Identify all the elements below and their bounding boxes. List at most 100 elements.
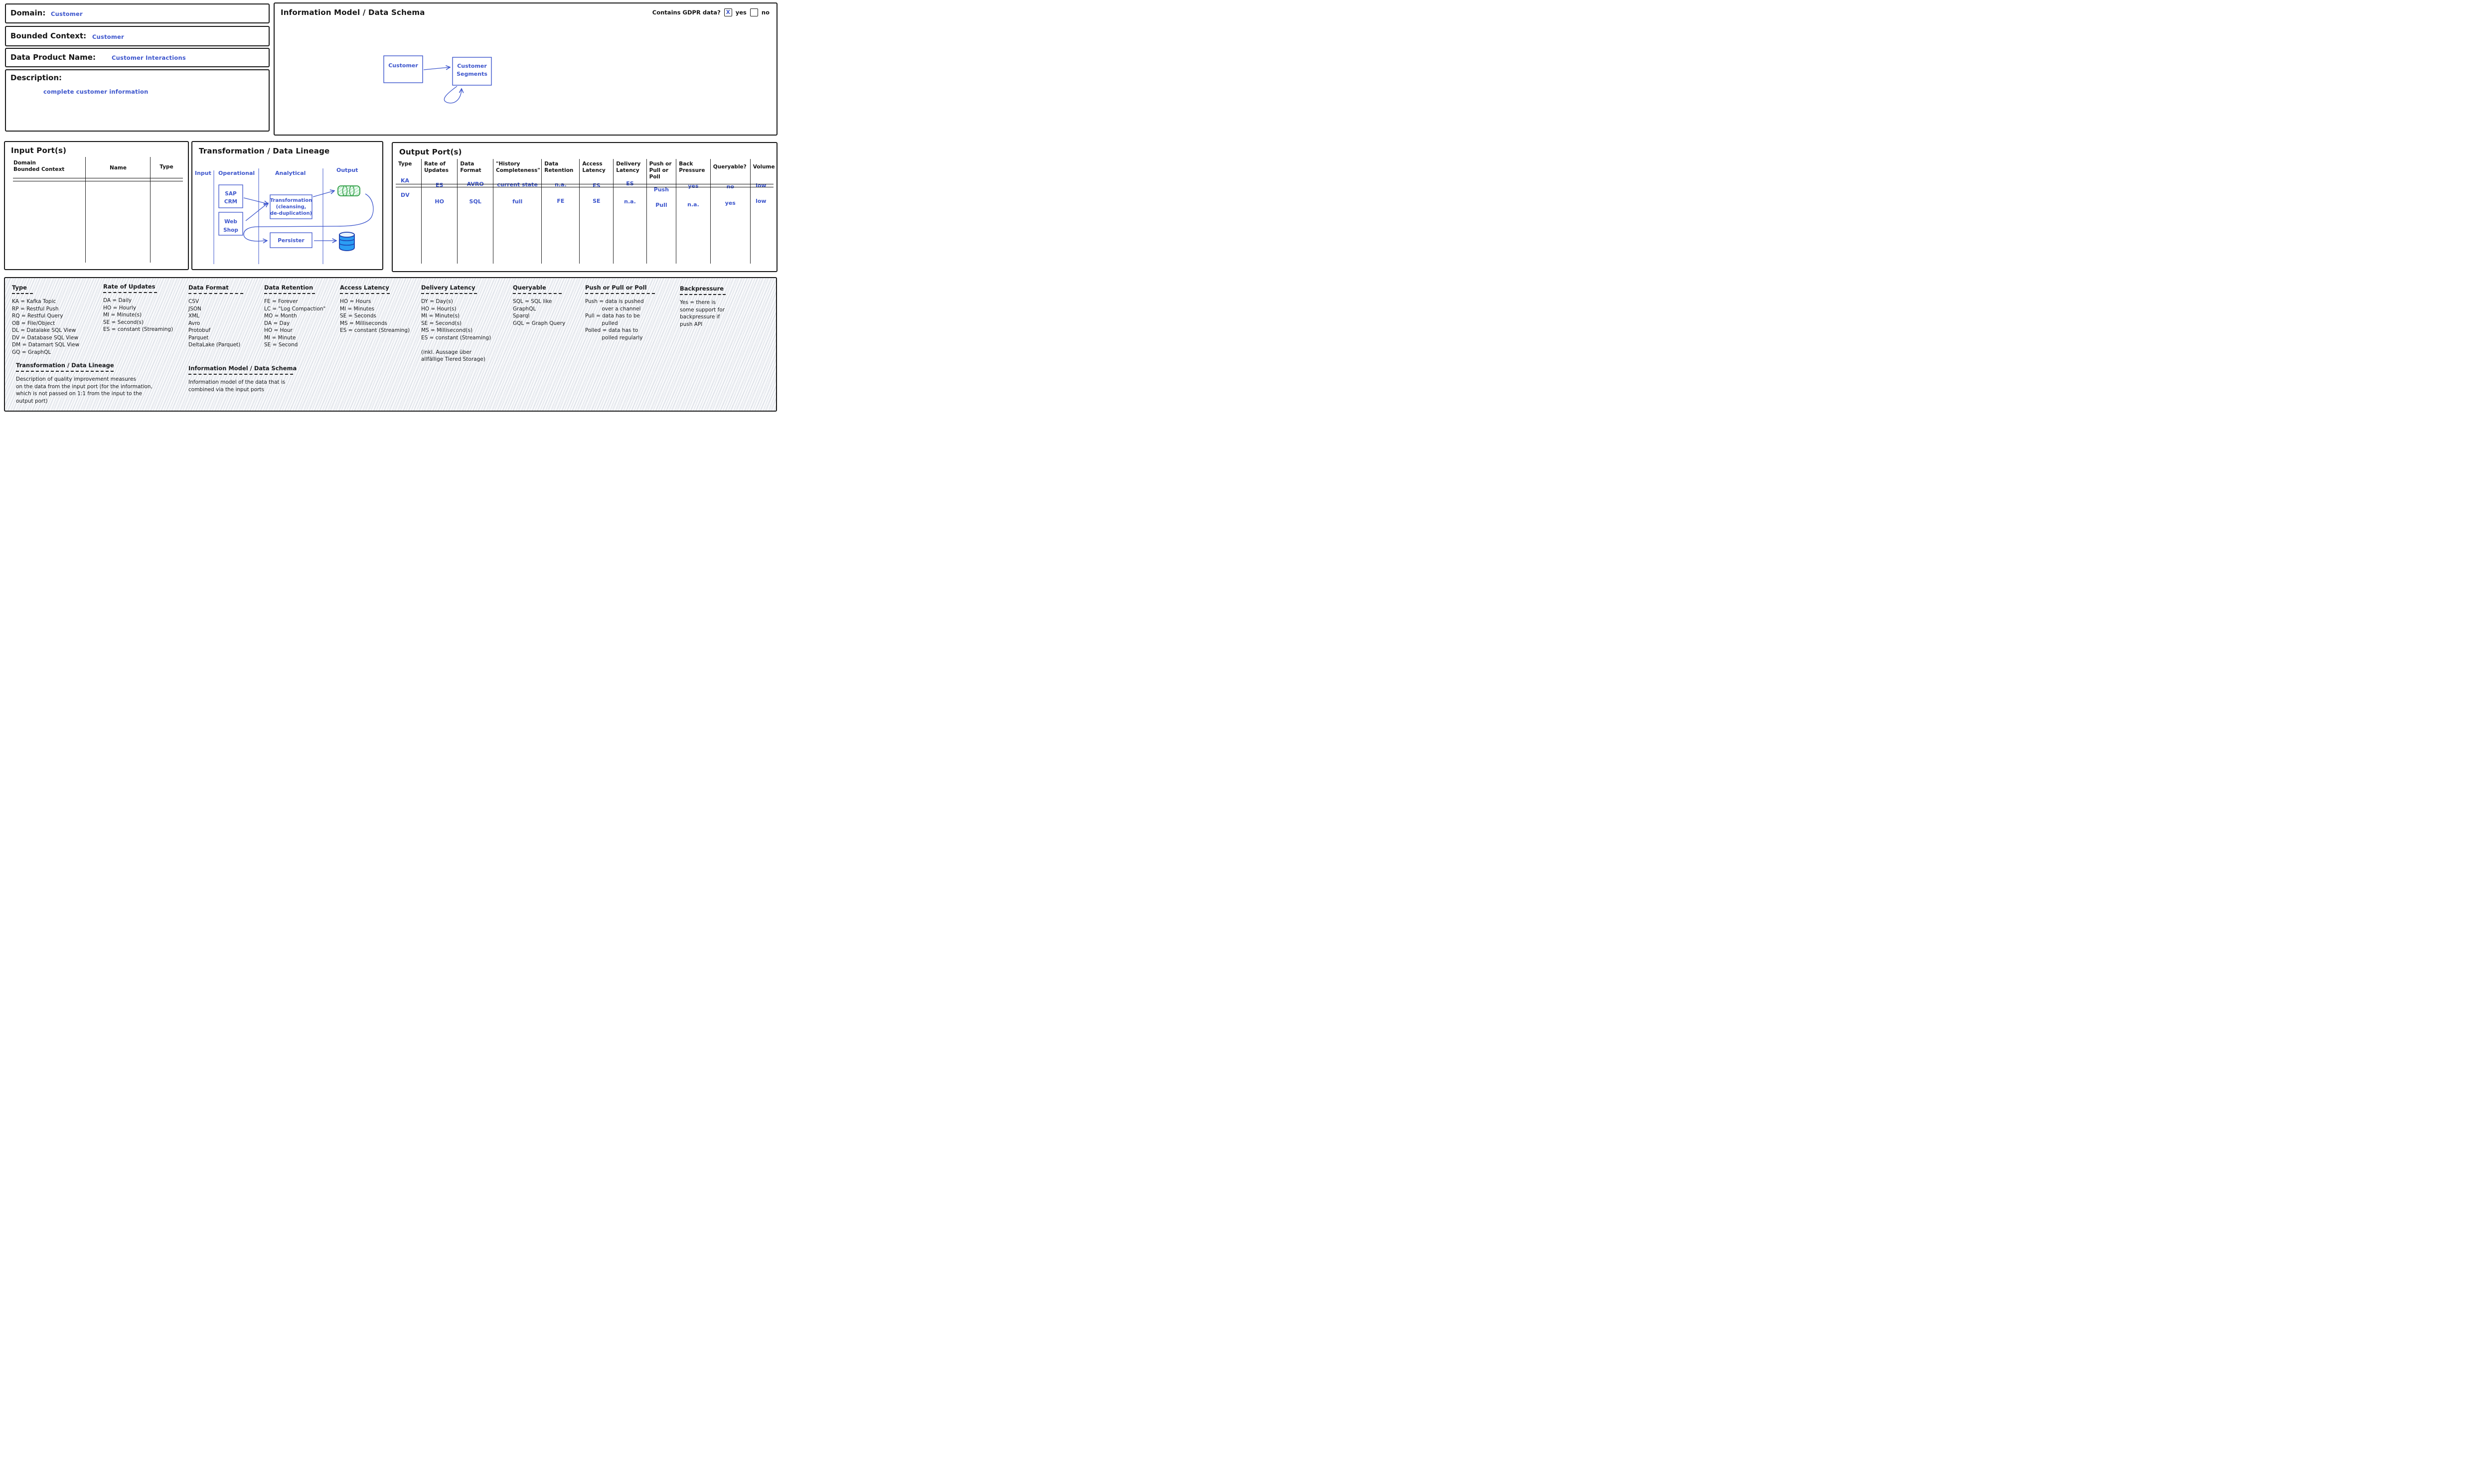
legend-section-access-latency: Access Latency HO = Hours MI = Minutes S… bbox=[340, 284, 410, 334]
legend-rule bbox=[188, 293, 243, 294]
database-cylinder[interactable] bbox=[339, 232, 355, 251]
transformation-node-label-2[interactable]: (cleansing, bbox=[276, 204, 307, 210]
output-cell[interactable]: yes bbox=[688, 183, 699, 189]
legend-section-push-pull-poll: Push or Pull or Poll Push = data is push… bbox=[585, 284, 655, 341]
output-cell[interactable]: Push bbox=[653, 186, 669, 193]
product-name-box: Data Product Name: Customer Interactions bbox=[5, 48, 270, 67]
output-cell[interactable]: KA bbox=[401, 177, 410, 184]
output-col-header: Access Latency bbox=[582, 161, 606, 173]
output-col-header: Delivery Latency bbox=[616, 161, 641, 173]
output-header-rule bbox=[396, 184, 774, 187]
legend-rule bbox=[264, 293, 315, 294]
domain-label: Domain: bbox=[10, 8, 46, 17]
output-cell[interactable]: n.a. bbox=[687, 201, 699, 208]
legend-items: SQL = SQL like GraphQL Sparql GQL = Grap… bbox=[513, 298, 566, 326]
description-label: Description: bbox=[10, 73, 62, 82]
web-shop-label-1[interactable]: Web bbox=[224, 219, 237, 225]
legend-rule bbox=[680, 294, 726, 295]
output-cell[interactable]: current state bbox=[497, 181, 538, 188]
output-col-header: Data Retention bbox=[544, 161, 574, 173]
transformation-node-label-1[interactable]: Transformation bbox=[270, 198, 312, 203]
legend-items: FE = Forever LC = "Log Compaction" MO = … bbox=[264, 298, 326, 348]
input-ports-table: Domain Bounded Context Name Type bbox=[11, 157, 182, 263]
sap-crm-label-1[interactable]: SAP bbox=[225, 191, 237, 197]
input-col-domain-2: Bounded Context bbox=[13, 166, 65, 172]
output-cell[interactable]: HO bbox=[435, 198, 444, 205]
output-ports-box: Output Port(s) Type KA DV Rate of Update… bbox=[392, 142, 778, 272]
gdpr-yes-checkbox[interactable]: X bbox=[724, 8, 732, 16]
output-cell[interactable]: low bbox=[756, 198, 767, 204]
input-col-domain-1: Domain bbox=[13, 160, 36, 166]
domain-box: Domain: Customer bbox=[5, 3, 270, 23]
entity-customer-segments-node[interactable] bbox=[452, 57, 492, 86]
web-shop-label-2[interactable]: Shop bbox=[223, 227, 238, 233]
legend-section-data-format: Data Format CSV JSON XML Avro Protobuf P… bbox=[188, 284, 243, 349]
customer-to-segments-arrow[interactable] bbox=[423, 67, 450, 70]
information-model-diagram: Customer Customer Segments bbox=[383, 55, 492, 104]
description-value[interactable]: complete customer information bbox=[43, 88, 149, 95]
entity-customer-label[interactable]: Customer bbox=[388, 62, 418, 69]
gdpr-yes-label: yes bbox=[735, 9, 747, 16]
gdpr-no-label: no bbox=[761, 9, 770, 16]
legend-title: Queryable bbox=[513, 284, 546, 291]
sap-crm-node[interactable] bbox=[218, 184, 243, 208]
transformation-to-topic-arrow[interactable] bbox=[312, 191, 334, 197]
sap-to-transformation-arrow[interactable] bbox=[243, 197, 268, 204]
output-col-header: Volume bbox=[753, 164, 775, 170]
entity-customer-node[interactable] bbox=[383, 55, 423, 83]
transformation-diagram: Input Operational Analytical Output SAP … bbox=[195, 167, 374, 264]
legend-items: Push = data is pushed over a channel Pul… bbox=[585, 298, 644, 341]
output-cell[interactable]: full bbox=[512, 198, 523, 205]
information-model-title: Information Model / Data Schema bbox=[281, 8, 425, 17]
output-cell[interactable]: ES bbox=[626, 180, 634, 187]
persister-node[interactable] bbox=[270, 232, 312, 248]
output-cell[interactable]: Pull bbox=[655, 202, 667, 208]
output-col-header: Push or Pull or Poll bbox=[649, 161, 672, 180]
webshop-to-transformation-arrow[interactable] bbox=[245, 203, 268, 221]
entity-segments-label-2[interactable]: Segments bbox=[457, 71, 487, 77]
legend-section-data-retention: Data Retention FE = Forever LC = "Log Co… bbox=[264, 284, 325, 349]
self-loop-arrow[interactable] bbox=[444, 86, 462, 104]
output-cell[interactable]: yes bbox=[725, 200, 736, 206]
output-cell[interactable]: SQL bbox=[469, 198, 481, 205]
legend-rule bbox=[513, 293, 562, 294]
product-name-value[interactable]: Customer Interactions bbox=[112, 54, 186, 61]
output-cell[interactable]: DV bbox=[401, 192, 410, 198]
persister-label[interactable]: Persister bbox=[278, 238, 305, 244]
output-cell[interactable]: SE bbox=[593, 198, 601, 204]
output-cell[interactable]: n.a. bbox=[624, 198, 636, 205]
bounded-context-value[interactable]: Customer bbox=[92, 33, 124, 40]
product-name-label: Data Product Name: bbox=[10, 53, 96, 62]
kafka-topic-cylinder[interactable] bbox=[337, 185, 360, 196]
domain-value[interactable]: Customer bbox=[51, 10, 83, 17]
legend-rule bbox=[103, 292, 157, 293]
transformation-title: Transformation / Data Lineage bbox=[199, 147, 330, 155]
legend-note-transformation: Transformation / Data Lineage Descriptio… bbox=[16, 362, 153, 405]
legend-section-rate-of-updates: Rate of Updates DA = Daily HO = Hourly M… bbox=[103, 283, 173, 333]
output-cell[interactable]: n.a. bbox=[555, 181, 567, 188]
legend-section-type: Type KA = Kafka Topic RP = Restful Push … bbox=[12, 284, 79, 356]
web-shop-node[interactable] bbox=[218, 212, 243, 236]
gdpr-no-checkbox[interactable] bbox=[750, 8, 758, 16]
output-cell[interactable]: ES bbox=[435, 182, 444, 188]
legend-title: Backpressure bbox=[680, 285, 724, 292]
output-cell[interactable]: no bbox=[726, 183, 734, 190]
topic-to-persister-flow[interactable] bbox=[243, 193, 374, 241]
output-ports-table: Type KA DV Rate of Updates ES HO Data Fo… bbox=[396, 159, 775, 264]
legend-note-information-model: Information Model / Data Schema Informat… bbox=[188, 365, 297, 393]
input-ports-title: Input Port(s) bbox=[11, 146, 67, 155]
legend-rule bbox=[12, 293, 33, 294]
information-model-box: Information Model / Data Schema Contains… bbox=[274, 2, 778, 136]
legend-rule bbox=[421, 293, 477, 294]
transformation-node-label-3[interactable]: de-duplication) bbox=[270, 211, 312, 216]
sap-crm-label-2[interactable]: CRM bbox=[224, 199, 237, 205]
legend-section-backpressure: Backpressure Yes = there is some support… bbox=[680, 285, 726, 328]
legend-items: HO = Hours MI = Minutes SE = Seconds MS … bbox=[340, 298, 410, 333]
legend-items: DA = Daily HO = Hourly MI = Minute(s) SE… bbox=[103, 297, 173, 332]
transformation-node[interactable] bbox=[270, 194, 312, 219]
entity-segments-label-1[interactable]: Customer bbox=[457, 63, 487, 69]
output-cell[interactable]: FE bbox=[557, 198, 565, 204]
output-ports-title: Output Port(s) bbox=[399, 148, 462, 156]
output-col-header: Queryable? bbox=[713, 164, 747, 170]
legend-title: Delivery Latency bbox=[421, 284, 475, 291]
